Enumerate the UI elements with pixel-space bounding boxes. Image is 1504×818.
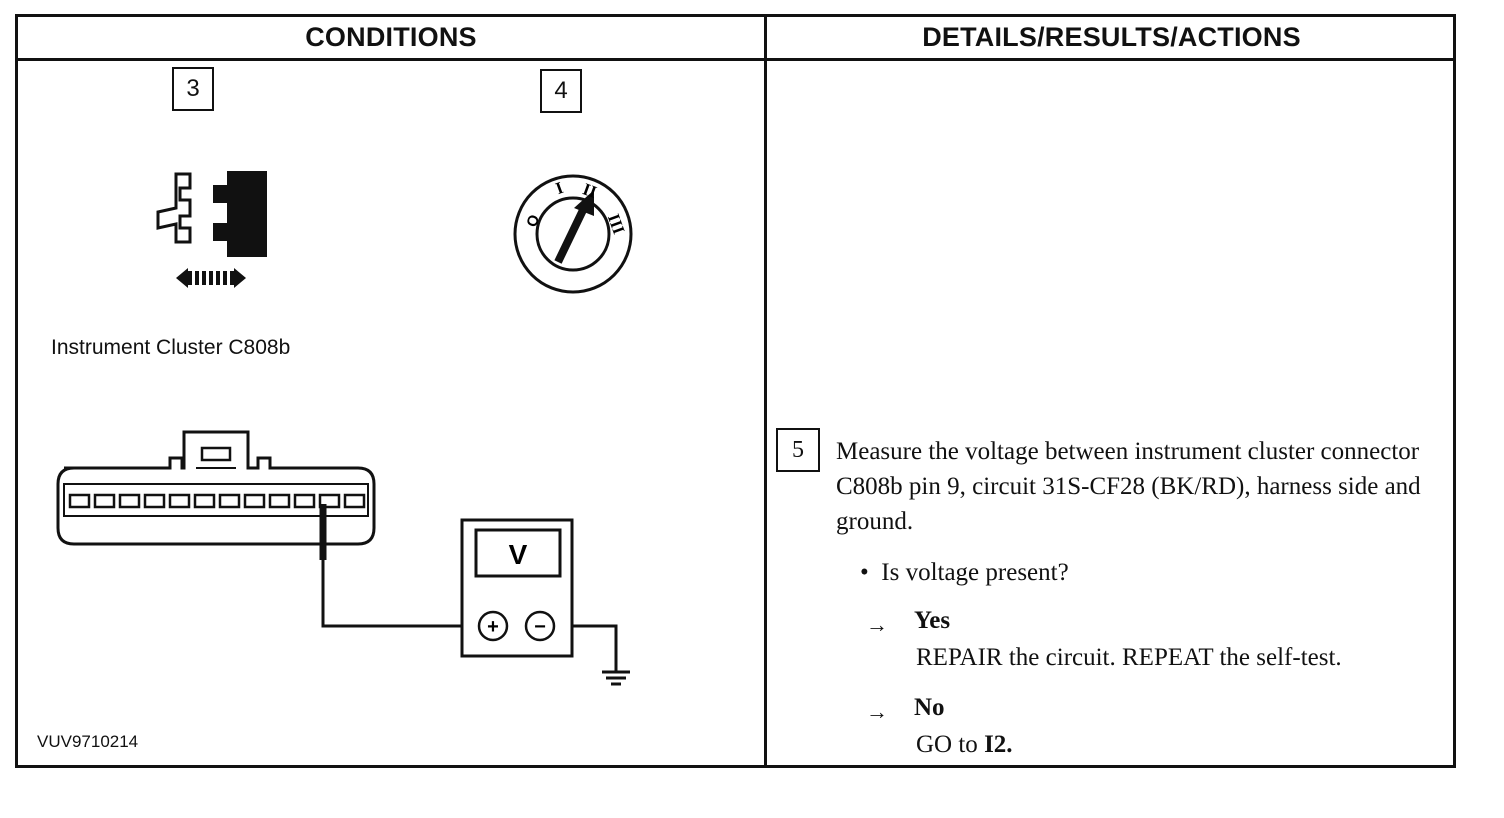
bullet-mark: • bbox=[860, 559, 869, 586]
no-action-target: I2. bbox=[984, 731, 1013, 758]
conditions-header: CONDITIONS bbox=[305, 22, 477, 52]
figure-id: VUV9710214 bbox=[37, 732, 139, 751]
no-action-prefix: GO to bbox=[916, 731, 985, 758]
question-text: Is voltage present? bbox=[881, 559, 1069, 586]
details-header: DETAILS/RESULTS/ACTIONS bbox=[922, 22, 1301, 52]
ignition-switch-icon: O I II III bbox=[513, 174, 633, 294]
step-4-box: 4 bbox=[540, 69, 582, 113]
instruction-text: Measure the voltage between instrument c… bbox=[836, 438, 1421, 535]
disconnect-connector-icon bbox=[156, 171, 267, 288]
step-3-box: 3 bbox=[172, 67, 214, 111]
yes-arrow-icon: → bbox=[866, 612, 888, 637]
connector-caption: Instrument Cluster C808b bbox=[51, 336, 291, 359]
step-5-box: 5 bbox=[776, 428, 820, 472]
meter-v-label: V bbox=[509, 539, 528, 570]
meter-minus-label: − bbox=[534, 616, 546, 638]
yes-action: REPAIR the circuit. REPEAT the self-test… bbox=[916, 644, 1342, 671]
ground-symbol-icon bbox=[602, 670, 630, 686]
column-divider bbox=[764, 17, 767, 765]
no-label: No bbox=[914, 694, 945, 721]
question-bullet: • Is voltage present? bbox=[860, 559, 1069, 587]
yes-label: Yes bbox=[914, 607, 951, 634]
meter-plus-label: + bbox=[487, 616, 499, 638]
no-action: GO to I2. bbox=[916, 731, 1013, 759]
no-arrow-icon: → bbox=[866, 699, 888, 724]
diagnostic-table: CONDITIONS DETAILS/RESULTS/ACTIONS bbox=[15, 14, 1456, 768]
header-row: CONDITIONS DETAILS/RESULTS/ACTIONS bbox=[18, 17, 1453, 61]
voltmeter-connector-diagram: V + − bbox=[56, 430, 630, 686]
